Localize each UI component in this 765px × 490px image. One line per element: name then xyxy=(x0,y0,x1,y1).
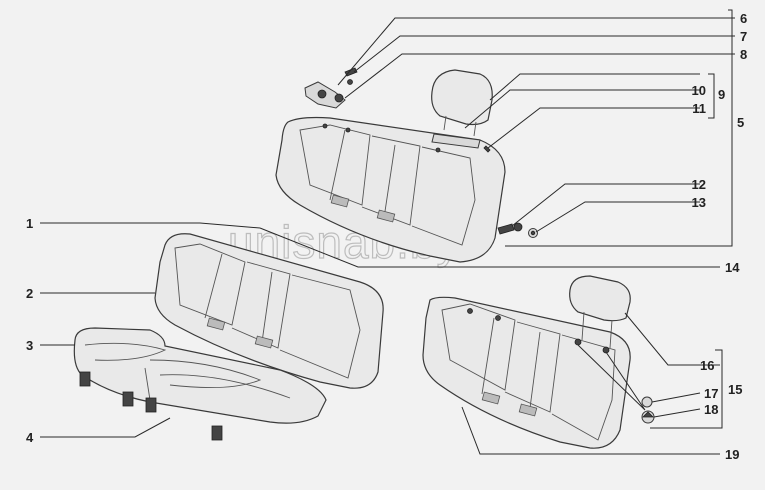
callout-3: 3 xyxy=(26,338,33,353)
upper-backrest-illustration xyxy=(275,116,506,263)
callout-6: 6 xyxy=(740,11,747,26)
callout-15: 15 xyxy=(728,382,742,397)
callout-2: 2 xyxy=(26,286,33,301)
hinge-bracket-illustration xyxy=(304,67,358,109)
headrest-illustration xyxy=(569,275,631,349)
callout-5: 5 xyxy=(737,115,744,130)
callout-16: 16 xyxy=(700,358,714,373)
main-backrest-illustration xyxy=(154,233,384,389)
screw-icon xyxy=(483,145,491,153)
callout-19: 19 xyxy=(725,447,739,462)
callout-labels: 6 7 8 9 10 11 5 12 13 14 1 2 3 4 16 15 1… xyxy=(26,11,747,462)
callout-17: 17 xyxy=(704,386,718,401)
rear-backrest-illustration xyxy=(422,296,631,449)
callout-18: 18 xyxy=(704,402,718,417)
callout-9: 9 xyxy=(718,87,725,102)
headrest-illustration xyxy=(431,69,493,149)
bolt-icon xyxy=(497,223,515,235)
callout-7: 7 xyxy=(740,29,747,44)
callout-8: 8 xyxy=(740,47,747,62)
bushing-icon xyxy=(641,396,653,408)
callout-12: 12 xyxy=(692,177,706,192)
callout-10: 10 xyxy=(692,83,706,98)
callout-4: 4 xyxy=(26,430,34,445)
callout-14: 14 xyxy=(725,260,740,275)
leader-lines xyxy=(40,9,735,455)
callout-11: 11 xyxy=(692,101,706,116)
seat-cushion-illustration xyxy=(73,327,327,441)
callout-13: 13 xyxy=(692,195,706,210)
callout-1: 1 xyxy=(26,216,33,231)
